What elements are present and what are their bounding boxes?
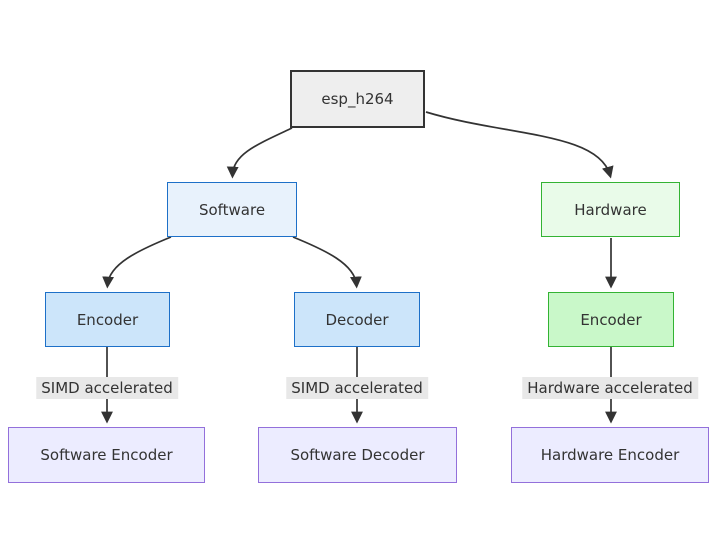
edge-label-simd-accelerated-1: SIMD accelerated — [36, 377, 178, 399]
node-hardware-label: Hardware — [574, 200, 647, 219]
node-hardware-encoder-output-label: Hardware Encoder — [540, 446, 680, 464]
node-software: Software — [167, 182, 297, 237]
edge-software-to-decoder — [292, 236, 362, 289]
node-software-decoder-output: Software Decoder — [258, 427, 457, 483]
node-software-label: Software — [198, 200, 266, 219]
node-software-encoder-output-label: Software Encoder — [40, 446, 173, 464]
node-hardware-encoder-output: Hardware Encoder — [511, 427, 709, 483]
node-esp-h264-label: esp_h264 — [321, 90, 394, 108]
edge-label-simd-accelerated-2: SIMD accelerated — [286, 377, 428, 399]
node-software-encoder: Encoder — [45, 292, 170, 347]
node-software-encoder-output: Software Encoder — [8, 427, 205, 483]
node-software-decoder-output-label: Software Decoder — [290, 446, 425, 464]
edge-root-to-software — [226, 127, 293, 179]
node-hardware-encoder-label: Encoder — [580, 310, 642, 329]
edge-root-to-hardware — [425, 111, 614, 179]
node-hardware-encoder: Encoder — [548, 292, 674, 347]
node-software-decoder-label: Decoder — [325, 310, 389, 329]
node-software-encoder-label: Encoder — [76, 310, 139, 329]
edge-software-to-encoder — [102, 236, 172, 289]
node-software-decoder: Decoder — [294, 292, 420, 347]
node-hardware: Hardware — [541, 182, 680, 237]
node-esp-h264: esp_h264 — [290, 70, 425, 128]
edge-label-hardware-accelerated: Hardware accelerated — [522, 377, 698, 399]
